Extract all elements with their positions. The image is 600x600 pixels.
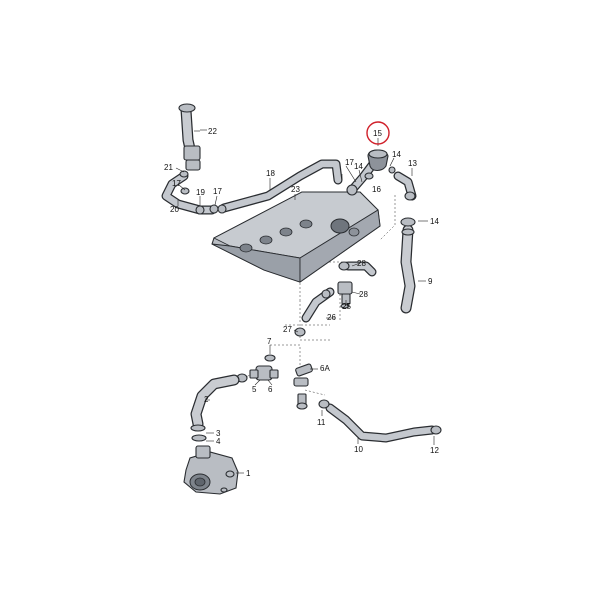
label-14-left: 14 [354, 162, 363, 171]
part-2-pipe [190, 374, 240, 442]
label-21: 21 [164, 163, 173, 172]
part-22-hose [178, 103, 207, 171]
part-26-hose [301, 287, 335, 323]
label-11: 11 [317, 418, 326, 427]
label-14-top: 14 [392, 150, 401, 159]
label-26: 26 [327, 313, 336, 322]
part-labels: 22 21 17 19 17 20 18 23 17 14 15 14 16 1… [164, 127, 439, 478]
part-1-housing [183, 445, 239, 495]
label-25: 25 [342, 302, 351, 311]
label-6: 6 [268, 385, 273, 394]
label-27: 27 [283, 325, 292, 334]
label-12: 12 [430, 446, 439, 455]
label-28-bottom: 28 [359, 290, 368, 299]
label-10: 10 [354, 445, 363, 454]
leader-lines [175, 130, 435, 474]
label-7: 7 [267, 337, 272, 346]
part-13-hose [393, 171, 417, 201]
label-5: 5 [252, 385, 257, 394]
label-2: 2 [204, 395, 209, 404]
label-17-mid: 17 [213, 187, 222, 196]
part-20-hose [161, 170, 219, 215]
label-1: 1 [246, 469, 251, 478]
part-6a-fitting [293, 363, 313, 410]
label-4: 4 [216, 437, 221, 446]
part-7-fitting [236, 327, 306, 383]
label-9: 9 [428, 277, 433, 286]
label-15: 15 [373, 129, 382, 138]
label-19: 19 [196, 188, 205, 197]
label-3: 3 [216, 429, 221, 438]
part-18-hose [217, 159, 343, 214]
part-10-hose [318, 399, 442, 443]
label-18: 18 [266, 169, 275, 178]
label-13: 13 [408, 159, 417, 168]
label-14-right: 14 [430, 217, 439, 226]
part-9-pipe [400, 217, 416, 314]
highlight-circle [366, 121, 390, 145]
label-23: 23 [291, 185, 300, 194]
label-28-top: 28 [357, 259, 366, 268]
label-16: 16 [372, 185, 381, 194]
part-15-valve [346, 149, 396, 196]
part-23-valve-cover [211, 191, 381, 283]
label-20: 20 [170, 205, 179, 214]
assembly-guides [239, 195, 396, 396]
label-17-left: 17 [172, 179, 181, 188]
label-22: 22 [208, 127, 217, 136]
label-6a: 6A [320, 364, 330, 373]
label-17-right: 17 [345, 158, 354, 167]
